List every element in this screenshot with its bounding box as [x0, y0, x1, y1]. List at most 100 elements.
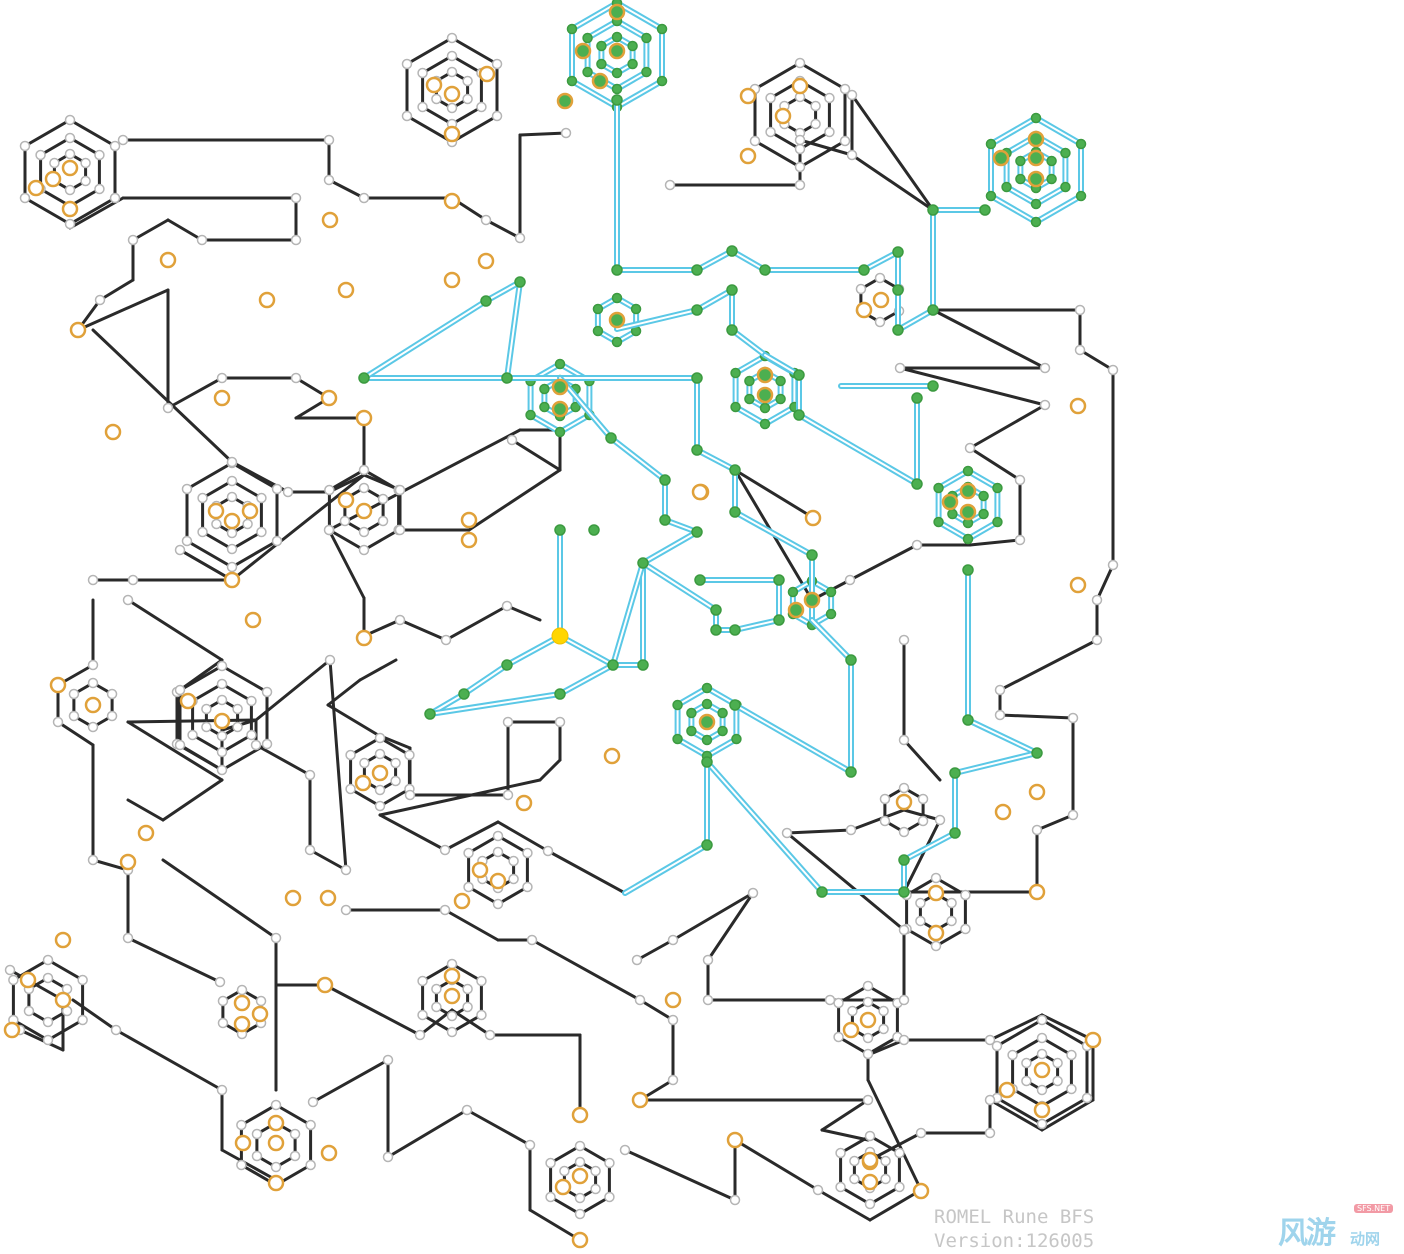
- rune-node[interactable]: [477, 252, 495, 270]
- rune-node-small[interactable]: [196, 234, 208, 246]
- cluster-node[interactable]: [226, 491, 238, 503]
- rune-node-small[interactable]: [862, 1094, 874, 1106]
- rune-node[interactable]: [941, 493, 959, 511]
- cluster-node[interactable]: [898, 782, 910, 794]
- rune-node-small[interactable]: [1107, 364, 1119, 376]
- rune-node[interactable]: [803, 591, 821, 609]
- cluster-node[interactable]: [915, 897, 926, 909]
- rune-node[interactable]: [912, 1182, 930, 1200]
- rune-node[interactable]: [119, 853, 137, 871]
- cluster-node[interactable]: [839, 83, 851, 95]
- cluster-node[interactable]: [878, 1005, 889, 1017]
- cluster-node[interactable]: [1007, 1049, 1018, 1061]
- cluster-node[interactable]: [64, 114, 76, 126]
- cluster-node[interactable]: [1060, 181, 1071, 193]
- rune-node[interactable]: [551, 400, 569, 418]
- cluster-node[interactable]: [256, 492, 267, 504]
- cluster-node[interactable]: [64, 132, 76, 144]
- rune-node[interactable]: [664, 991, 682, 1009]
- cluster-node[interactable]: [539, 383, 550, 395]
- cluster-node[interactable]: [201, 703, 212, 715]
- visited-node[interactable]: [501, 372, 513, 384]
- cluster-node[interactable]: [462, 75, 473, 87]
- rune-node-small[interactable]: [440, 634, 452, 646]
- cluster-node[interactable]: [181, 483, 193, 495]
- cluster-node[interactable]: [270, 1099, 282, 1111]
- cluster-node[interactable]: [271, 535, 283, 547]
- cluster-node[interactable]: [794, 161, 806, 173]
- cluster-node[interactable]: [289, 1128, 301, 1140]
- visited-node[interactable]: [729, 699, 741, 711]
- rune-node[interactable]: [49, 676, 67, 694]
- cluster-node[interactable]: [216, 678, 228, 690]
- rune-node[interactable]: [241, 502, 259, 520]
- cluster-node[interactable]: [947, 508, 958, 520]
- cluster-node[interactable]: [933, 516, 944, 528]
- visited-node[interactable]: [927, 304, 939, 316]
- cluster-node[interactable]: [672, 699, 683, 711]
- visited-node[interactable]: [962, 564, 974, 576]
- rune-node[interactable]: [739, 147, 757, 165]
- rune-node-small[interactable]: [729, 1194, 741, 1206]
- cluster-node[interactable]: [1030, 216, 1042, 228]
- cluster-node[interactable]: [1066, 1049, 1077, 1061]
- rune-node[interactable]: [861, 1151, 879, 1169]
- visited-node[interactable]: [773, 574, 785, 586]
- rune-node-small[interactable]: [87, 659, 99, 671]
- rune-node[interactable]: [471, 861, 489, 879]
- rune-node-small[interactable]: [898, 994, 910, 1006]
- cluster-node[interactable]: [476, 101, 487, 113]
- rune-node-small[interactable]: [934, 814, 946, 826]
- visited-node[interactable]: [911, 478, 923, 490]
- cluster-node[interactable]: [251, 1128, 263, 1140]
- cluster-node[interactable]: [810, 118, 821, 130]
- cluster-node[interactable]: [522, 881, 533, 893]
- cluster-node[interactable]: [1015, 155, 1026, 167]
- cluster-node[interactable]: [491, 58, 503, 70]
- rune-node-small[interactable]: [702, 994, 714, 1006]
- cluster-node[interactable]: [216, 694, 228, 706]
- visited-node[interactable]: [806, 549, 818, 561]
- cluster-node[interactable]: [77, 974, 88, 986]
- rune-node-small[interactable]: [514, 232, 526, 244]
- rune-node-small[interactable]: [984, 1034, 996, 1046]
- rune-node[interactable]: [54, 991, 72, 1009]
- rune-node-small[interactable]: [439, 904, 451, 916]
- rune-node[interactable]: [251, 1005, 269, 1023]
- cluster-node[interactable]: [582, 32, 593, 44]
- visited-node[interactable]: [898, 854, 910, 866]
- rune-node-small[interactable]: [898, 734, 910, 746]
- rune-node[interactable]: [316, 976, 334, 994]
- cluster-node[interactable]: [1066, 1083, 1077, 1095]
- cluster-node[interactable]: [216, 730, 228, 742]
- rune-node-small[interactable]: [898, 634, 910, 646]
- rune-node-small[interactable]: [1039, 399, 1051, 411]
- rune-node[interactable]: [791, 77, 809, 95]
- cluster-node[interactable]: [611, 336, 623, 348]
- cluster-node[interactable]: [744, 393, 755, 405]
- rune-node[interactable]: [137, 824, 155, 842]
- rune-node[interactable]: [489, 872, 507, 890]
- rune-node[interactable]: [443, 987, 461, 1005]
- cluster-node[interactable]: [109, 192, 121, 204]
- cluster-node[interactable]: [730, 401, 741, 413]
- cluster-node[interactable]: [431, 983, 442, 995]
- cluster-node[interactable]: [862, 1048, 874, 1060]
- cluster-node[interactable]: [106, 710, 118, 722]
- rune-cluster[interactable]: [417, 958, 487, 1038]
- cluster-node[interactable]: [545, 1191, 556, 1203]
- cluster-node[interactable]: [825, 608, 837, 620]
- rune-node[interactable]: [44, 170, 62, 188]
- cluster-node[interactable]: [604, 1157, 615, 1169]
- cluster-node[interactable]: [401, 58, 413, 70]
- rune-node[interactable]: [61, 200, 79, 218]
- rune-node-small[interactable]: [1039, 362, 1051, 374]
- cluster-node[interactable]: [68, 688, 80, 700]
- rune-node-small[interactable]: [1031, 824, 1043, 836]
- cluster-node[interactable]: [431, 93, 442, 105]
- cluster-node[interactable]: [508, 855, 519, 867]
- cluster-node[interactable]: [855, 283, 867, 295]
- cluster-node[interactable]: [390, 775, 401, 787]
- rune-node-small[interactable]: [127, 574, 139, 586]
- rune-node[interactable]: [213, 389, 231, 407]
